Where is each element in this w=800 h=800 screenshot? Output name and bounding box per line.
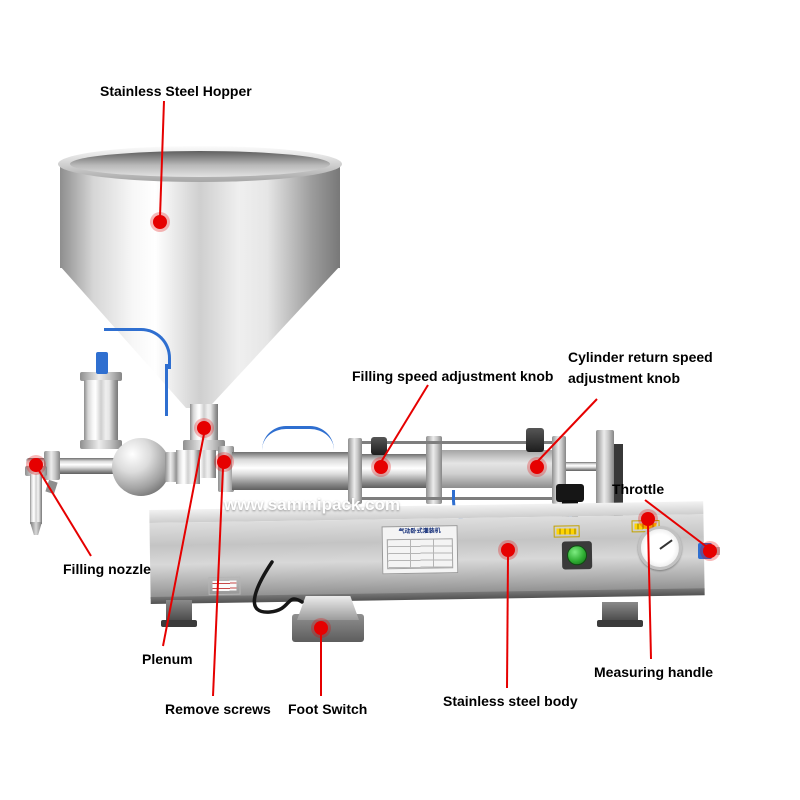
filling-speed-knob (371, 437, 387, 455)
cylinder-return-knob (526, 428, 544, 452)
label-remove-screws: Remove screws (165, 701, 271, 717)
filling-nozzle-tip (30, 522, 42, 535)
machine-foot-left (166, 600, 192, 622)
mini-air-cylinder (84, 380, 118, 442)
hopper-rim-opening (70, 151, 330, 177)
air-hose-arc (104, 328, 171, 369)
control-panel: 气动卧式灌装机 (381, 525, 459, 575)
plenum-connector-block (176, 450, 200, 484)
spec-sticker (208, 576, 241, 596)
air-cylinder (442, 450, 552, 488)
machine-body: 气动卧式灌装机 (149, 499, 705, 606)
machine-foot-right (602, 602, 638, 622)
machine-foot-left-pad (161, 620, 197, 627)
label-foot-switch: Foot Switch (288, 701, 368, 717)
plenum-ball (112, 438, 170, 496)
label-filling-speed: Filling speed adjustment knob (352, 368, 554, 384)
label-cylinder-return: Cylinder return speed adjustment knob (568, 349, 713, 386)
mini-cylinder-cap-top (80, 372, 122, 381)
cylinder-mounting-plate-1 (348, 438, 362, 504)
foot-switch-pedal-top (297, 596, 359, 620)
tri-clamp (44, 451, 60, 480)
measuring-handle-bracket (614, 444, 623, 516)
tie-rod-top (362, 441, 552, 444)
panel-title: 气动卧式灌装机 (398, 528, 441, 536)
clamp-wing-nut (45, 479, 58, 495)
leader-filling-speed (380, 384, 429, 463)
cylinder-end-plate (596, 430, 614, 522)
throttle-fitting (698, 543, 712, 559)
label-stainless-body: Stainless steel body (443, 693, 578, 709)
panel-spec-grid (386, 538, 454, 570)
air-elbow-fitting (556, 484, 584, 502)
cylinder-mounting-plate-2 (426, 436, 442, 504)
filling-cylinder-mid (362, 454, 426, 488)
mini-cylinder-cap-bottom (80, 440, 122, 449)
label-measuring-handle: Measuring handle (594, 664, 714, 680)
label-stainless-steel-hopper: Stainless Steel Hopper (100, 83, 252, 99)
filling-nozzle-tube (30, 474, 42, 524)
label-throttle: Throttle (612, 481, 665, 497)
air-hose-arc-2 (262, 426, 334, 459)
piston-rod (566, 462, 596, 471)
machine-foot-right-pad (597, 620, 643, 627)
throttle-stem (711, 547, 720, 555)
watermark: www.sammipack.com (224, 495, 401, 514)
gauge-needle (659, 539, 673, 550)
label-plenum: Plenum (142, 651, 193, 667)
leader-filling-nozzle (37, 468, 92, 557)
warning-sticker-1 (553, 525, 580, 538)
label-filling-nozzle: Filling nozzle (63, 561, 151, 577)
air-hose-vertical (165, 364, 168, 416)
